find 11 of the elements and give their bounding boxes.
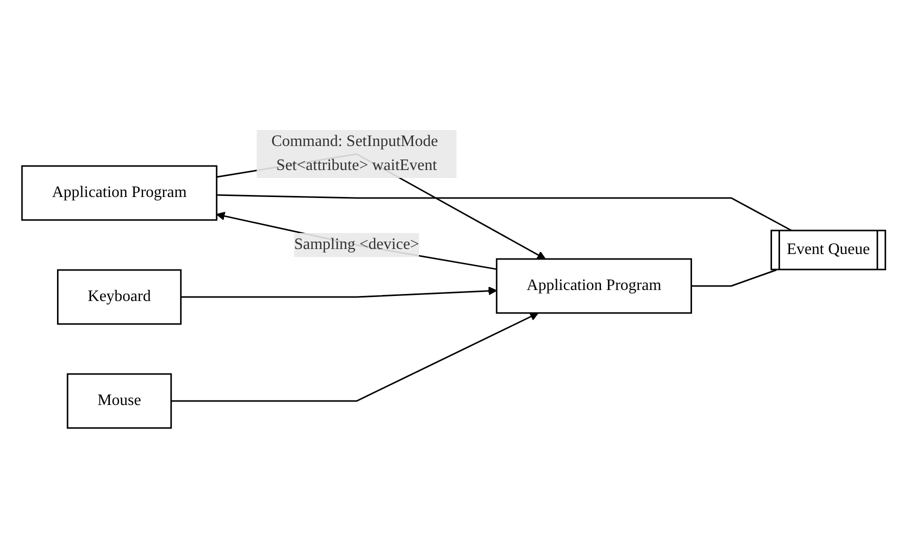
edge-label: Sampling <device> (294, 236, 420, 252)
node-box: Application Program (496, 258, 692, 314)
node-box: Application Program (21, 164, 218, 220)
arrow (170, 312, 538, 402)
arrow (180, 286, 497, 298)
connector (691, 268, 776, 286)
node-box: Mouse (66, 372, 172, 428)
arrow (216, 211, 497, 270)
edge-label: Command: SetInputMode Set<attribute> waitEvent (271, 132, 438, 174)
node-box: Keyboard (56, 268, 182, 324)
connector (216, 194, 793, 232)
